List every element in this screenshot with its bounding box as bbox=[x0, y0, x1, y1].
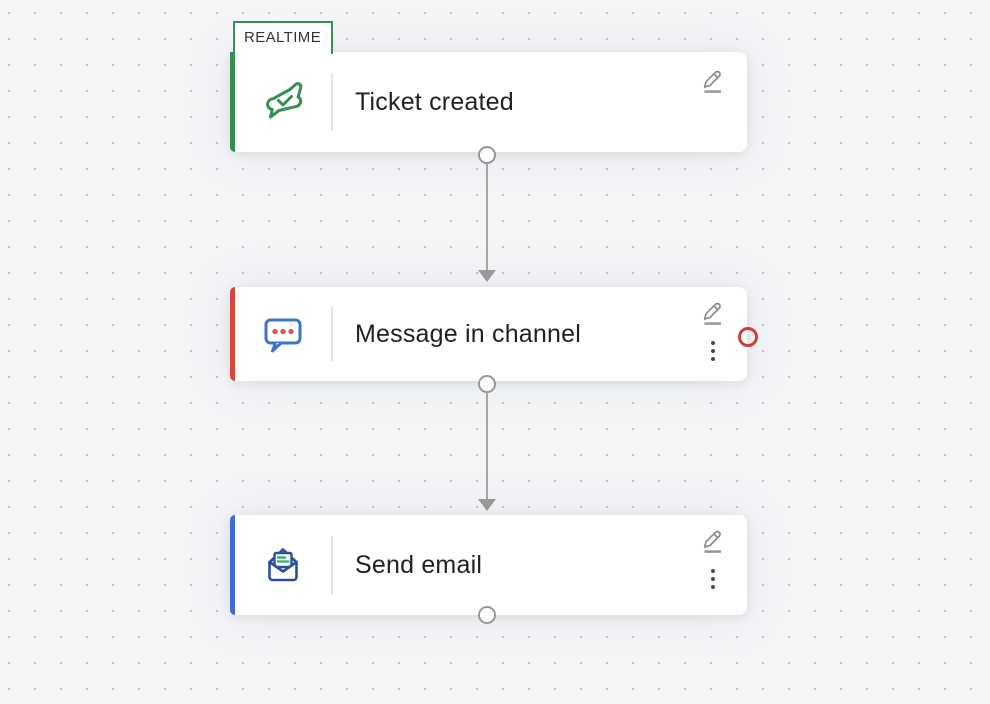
divider bbox=[331, 306, 333, 362]
edit-button[interactable] bbox=[700, 527, 725, 554]
divider bbox=[331, 536, 333, 594]
send-email-icon bbox=[235, 542, 331, 588]
node-accent-ticket-created bbox=[230, 52, 235, 152]
connector-line bbox=[486, 393, 488, 499]
connector-port[interactable] bbox=[478, 375, 496, 393]
node-title: Message in channel bbox=[355, 319, 581, 348]
node-accent-message-in-channel bbox=[230, 287, 235, 381]
node-title: Send email bbox=[355, 550, 483, 579]
connector-port[interactable] bbox=[478, 606, 496, 624]
message-in-channel-icon bbox=[235, 313, 331, 355]
ticket-created-icon bbox=[235, 79, 331, 125]
error-marker-icon[interactable] bbox=[738, 327, 758, 347]
connector-port[interactable] bbox=[478, 146, 496, 164]
more-options-button[interactable] bbox=[707, 567, 719, 591]
node-ticket-created[interactable]: Ticket created bbox=[230, 52, 747, 152]
realtime-badge: REALTIME bbox=[233, 21, 334, 54]
more-options-button[interactable] bbox=[707, 339, 719, 363]
node-title: Ticket created bbox=[355, 87, 514, 116]
arrow-down-icon bbox=[478, 499, 496, 511]
edit-button[interactable] bbox=[700, 67, 725, 94]
node-message-in-channel[interactable]: Message in channel bbox=[230, 287, 747, 381]
edit-button[interactable] bbox=[700, 299, 725, 326]
realtime-badge-label: REALTIME bbox=[244, 29, 322, 46]
connector-line bbox=[486, 164, 488, 270]
divider bbox=[331, 73, 333, 131]
arrow-down-icon bbox=[478, 270, 496, 282]
node-accent-send-email bbox=[230, 515, 235, 615]
node-send-email[interactable]: Send email bbox=[230, 515, 747, 615]
